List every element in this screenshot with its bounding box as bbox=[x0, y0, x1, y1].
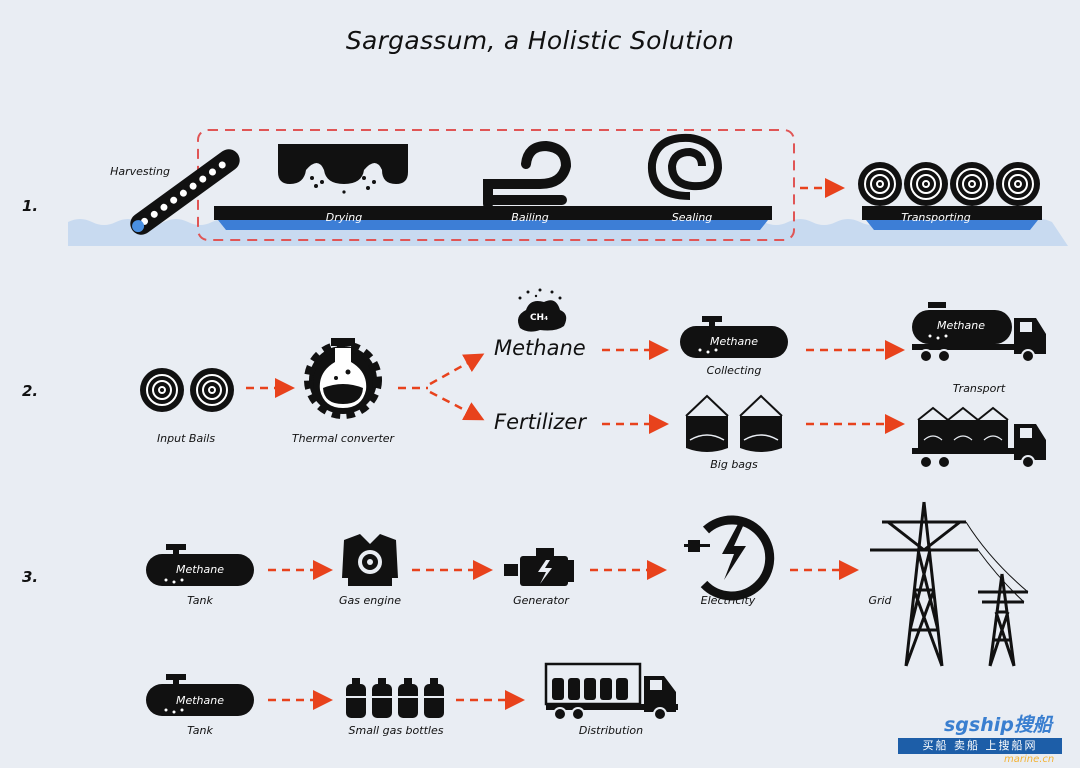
label-bailing: Bailing bbox=[511, 211, 549, 224]
harvesting-conveyor-icon bbox=[130, 149, 240, 235]
label-grid: Grid bbox=[868, 594, 892, 607]
processing-barge-icon bbox=[214, 206, 772, 230]
gas-engine-icon bbox=[342, 534, 398, 586]
tank-icon-row3 bbox=[146, 544, 254, 586]
label-harvesting: Harvesting bbox=[110, 165, 170, 178]
label-gas-engine: Gas engine bbox=[338, 594, 402, 607]
distribution-truck-icon bbox=[544, 662, 678, 721]
methane-truck-icon bbox=[912, 302, 1046, 363]
watermark-site: marine.cn bbox=[1004, 754, 1055, 765]
row-number-3: 3. bbox=[22, 568, 39, 586]
label-collecting-tank-methane: Methane bbox=[709, 335, 759, 348]
thermal-converter-icon bbox=[304, 338, 382, 419]
label-drying: Drying bbox=[325, 211, 363, 224]
small-gas-bottles-icon bbox=[346, 678, 444, 718]
label-input-bails: Input Bails bbox=[156, 432, 216, 445]
row-number-1: 1. bbox=[22, 197, 39, 215]
label-row4-tank: Tank bbox=[187, 724, 213, 737]
watermark: sgship搜船 买船 卖船 上搜船网 marine.cn bbox=[894, 706, 1080, 768]
watermark-bar: 买船 卖船 上搜船网 bbox=[898, 738, 1062, 754]
input-bails-icon bbox=[140, 368, 234, 412]
label-collecting: Collecting bbox=[706, 364, 762, 377]
watermark-brand: sgship搜船 bbox=[944, 714, 1052, 736]
big-bags-icon bbox=[685, 394, 783, 452]
grid-pylons-icon bbox=[870, 501, 1029, 667]
label-thermal-converter: Thermal converter bbox=[291, 432, 395, 445]
label-methane: Methane bbox=[494, 336, 586, 360]
label-truck-methane: Methane bbox=[936, 319, 986, 332]
ch4-cloud-icon bbox=[518, 288, 567, 332]
bailing-icon bbox=[483, 140, 572, 209]
label-row3-tank-methane: Methane bbox=[175, 563, 225, 576]
label-electricity: Electricity bbox=[700, 594, 756, 607]
label-sealing: Sealing bbox=[671, 211, 713, 224]
collecting-tank-icon bbox=[680, 316, 788, 358]
label-big-bags: Big bags bbox=[710, 458, 758, 471]
label-ch4: CH₄ bbox=[529, 313, 549, 323]
tank-icon-row4 bbox=[146, 674, 254, 716]
fertilizer-truck-icon bbox=[912, 406, 1046, 469]
label-fertilizer: Fertilizer bbox=[494, 410, 586, 434]
page-title: Sargassum, a Holistic Solution bbox=[345, 26, 735, 55]
label-row3-tank: Tank bbox=[187, 594, 213, 607]
label-distribution: Distribution bbox=[578, 724, 644, 737]
label-generator: Generator bbox=[513, 594, 569, 607]
label-small-gas-bottles: Small gas bottles bbox=[348, 724, 444, 737]
row-number-2: 2. bbox=[22, 382, 39, 400]
drying-icon bbox=[278, 144, 408, 194]
label-transporting: Transporting bbox=[901, 211, 971, 224]
electricity-icon bbox=[684, 515, 775, 601]
transporting-bales-icon bbox=[858, 162, 1042, 230]
label-transport: Transport bbox=[952, 382, 1006, 395]
generator-icon bbox=[504, 548, 574, 586]
sealing-icon bbox=[647, 133, 723, 200]
label-row4-tank-methane: Methane bbox=[175, 694, 225, 707]
